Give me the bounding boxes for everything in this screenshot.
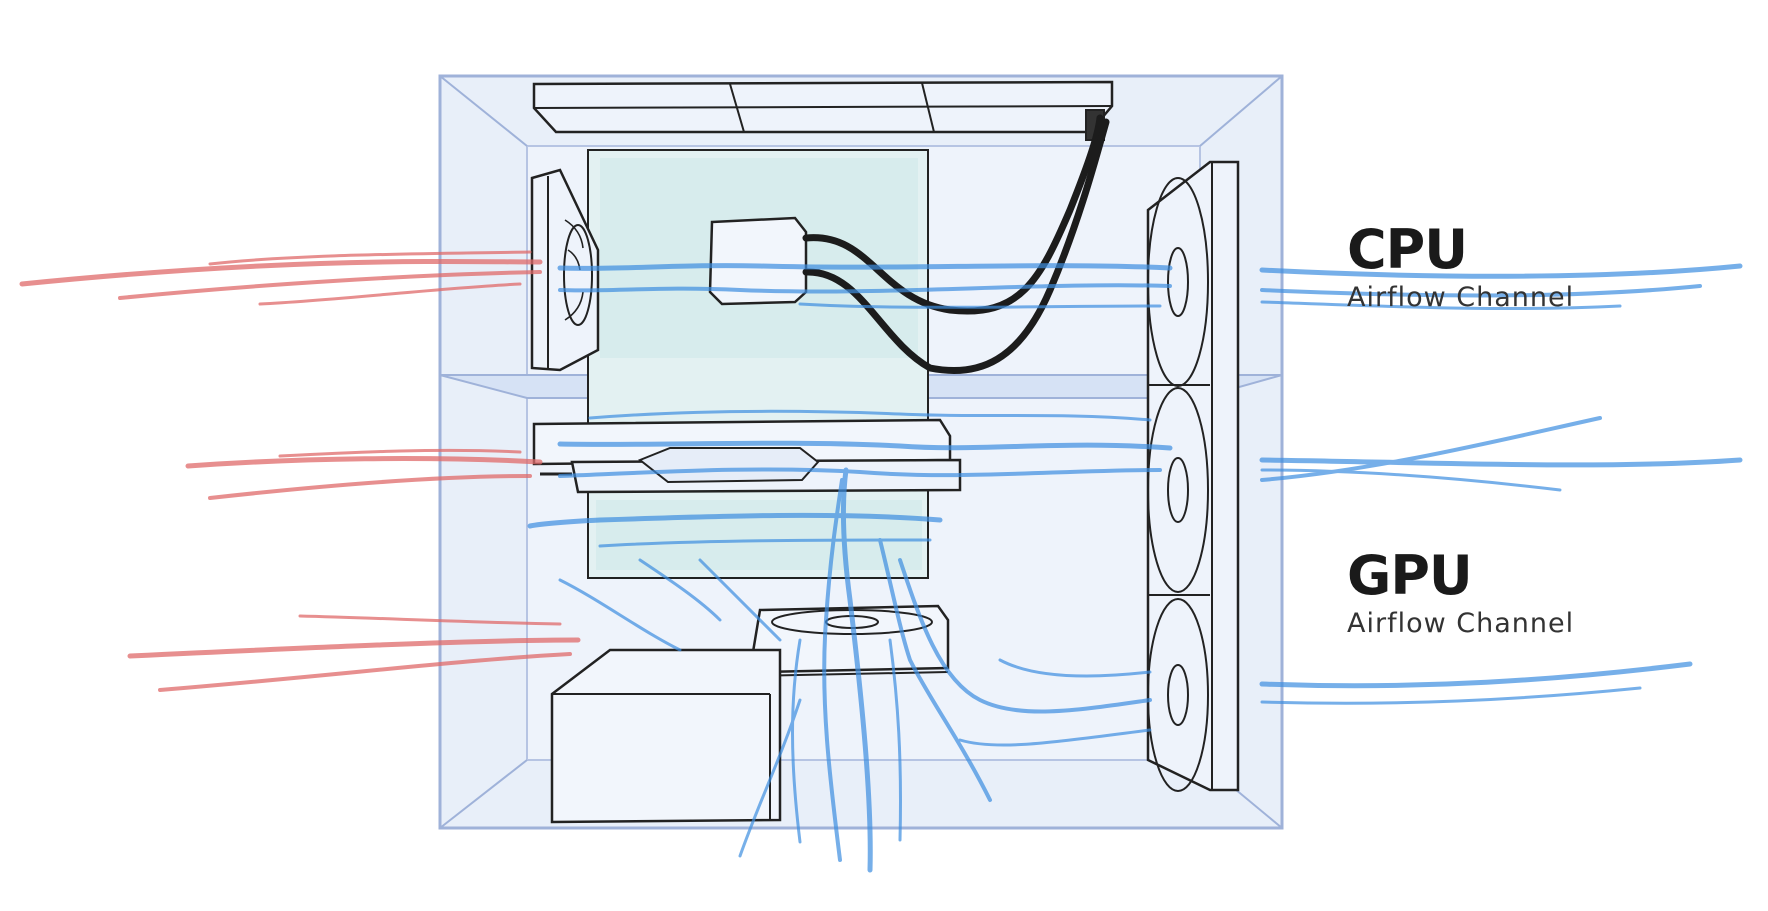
fan-icon [1147, 387, 1209, 593]
airflow-arrow-icon [888, 638, 902, 842]
airflow-arrow-icon [1259, 661, 1693, 689]
airflow-arrow-icon [822, 478, 844, 862]
airflow-arrow-icon [1260, 416, 1602, 482]
aio-hose-upper [802, 114, 1104, 315]
airflow-arrow-icon [558, 283, 1172, 294]
airflow-arrow-icon [258, 282, 522, 306]
cpu-label-title: CPU [1347, 218, 1468, 281]
airflow-arrow-icon [588, 409, 1152, 422]
airflow-arrow-icon [1260, 686, 1642, 705]
airflow-arrow-icon [798, 302, 1162, 309]
cool-air-streams [527, 263, 1743, 873]
fan-icon [1167, 247, 1189, 317]
motherboard-tint-bottom [596, 500, 922, 570]
airflow-arrow-icon [19, 258, 543, 287]
fan-icon [563, 224, 593, 326]
gpu-label-title: GPU [1347, 544, 1473, 607]
airflow-arrow-icon [1260, 468, 1562, 492]
airflow-arrow-icon [698, 558, 782, 642]
airflow-arrow-icon [298, 614, 562, 626]
airflow-arrow-icon [208, 250, 532, 266]
front-fan-frame [1146, 160, 1240, 792]
front-fans [1146, 160, 1240, 792]
airflow-arrow-icon [1260, 300, 1622, 311]
aio-hose-lower [802, 118, 1110, 375]
airflow-arrow-icon [1260, 284, 1702, 298]
airflow-arrow-icon [638, 558, 722, 622]
fan-icon [1167, 457, 1189, 523]
gpu-fan-hub [638, 447, 820, 484]
airflow-arrow-icon [127, 637, 581, 659]
gpu-label-subtitle: Airflow Channel [1347, 608, 1575, 639]
airflow-arrow-icon [208, 474, 532, 500]
airflow-arrow-icon [840, 467, 873, 873]
case-perspective-tr [1199, 75, 1283, 147]
fan-icon [1147, 598, 1209, 792]
airflow-arrow-icon [558, 578, 682, 652]
airflow-arrow-icon [118, 270, 542, 300]
airflow-arrow-icon [1259, 457, 1743, 468]
cpu-label: CPU Airflow Channel [1347, 222, 1574, 314]
graphics-card [532, 418, 962, 494]
airflow-arrow-icon [185, 456, 543, 469]
psu-body [550, 648, 782, 824]
airflow-arrow-icon [557, 263, 1173, 271]
airflow-arrow-icon [958, 728, 1152, 747]
top-radiator [532, 80, 1114, 141]
airflow-arrow-icon [278, 448, 522, 458]
radiator-seg-2 [921, 82, 935, 133]
airflow-arrow-icon [557, 440, 1173, 451]
pump-block-icon [708, 216, 808, 306]
case-perspective-bl [439, 759, 528, 829]
airflow-arrow-icon [1259, 263, 1743, 279]
airflow-arrow-icon [998, 658, 1152, 678]
radiator-line [533, 105, 1113, 109]
airflow-arrow-icon [598, 538, 932, 548]
airflow-arrow-icon [878, 538, 992, 802]
fan-icon [1167, 664, 1189, 726]
airflow-arrow-icon [791, 638, 802, 844]
case-perspective-tl [439, 75, 528, 147]
cpu-label-subtitle: Airflow Channel [1347, 282, 1575, 313]
gpu-label: GPU Airflow Channel [1347, 548, 1574, 640]
aio-cooler [708, 114, 1110, 375]
airflow-arrow-icon [527, 512, 943, 529]
airflow-arrow-icon [558, 467, 1162, 478]
power-supply [550, 648, 782, 824]
airflow-arrow-icon [158, 652, 572, 692]
airflow-arrow-icon [738, 698, 802, 858]
radiator-seg-1 [729, 83, 745, 133]
hot-air-streams [19, 250, 581, 692]
airflow-arrow-icon [898, 558, 1152, 714]
